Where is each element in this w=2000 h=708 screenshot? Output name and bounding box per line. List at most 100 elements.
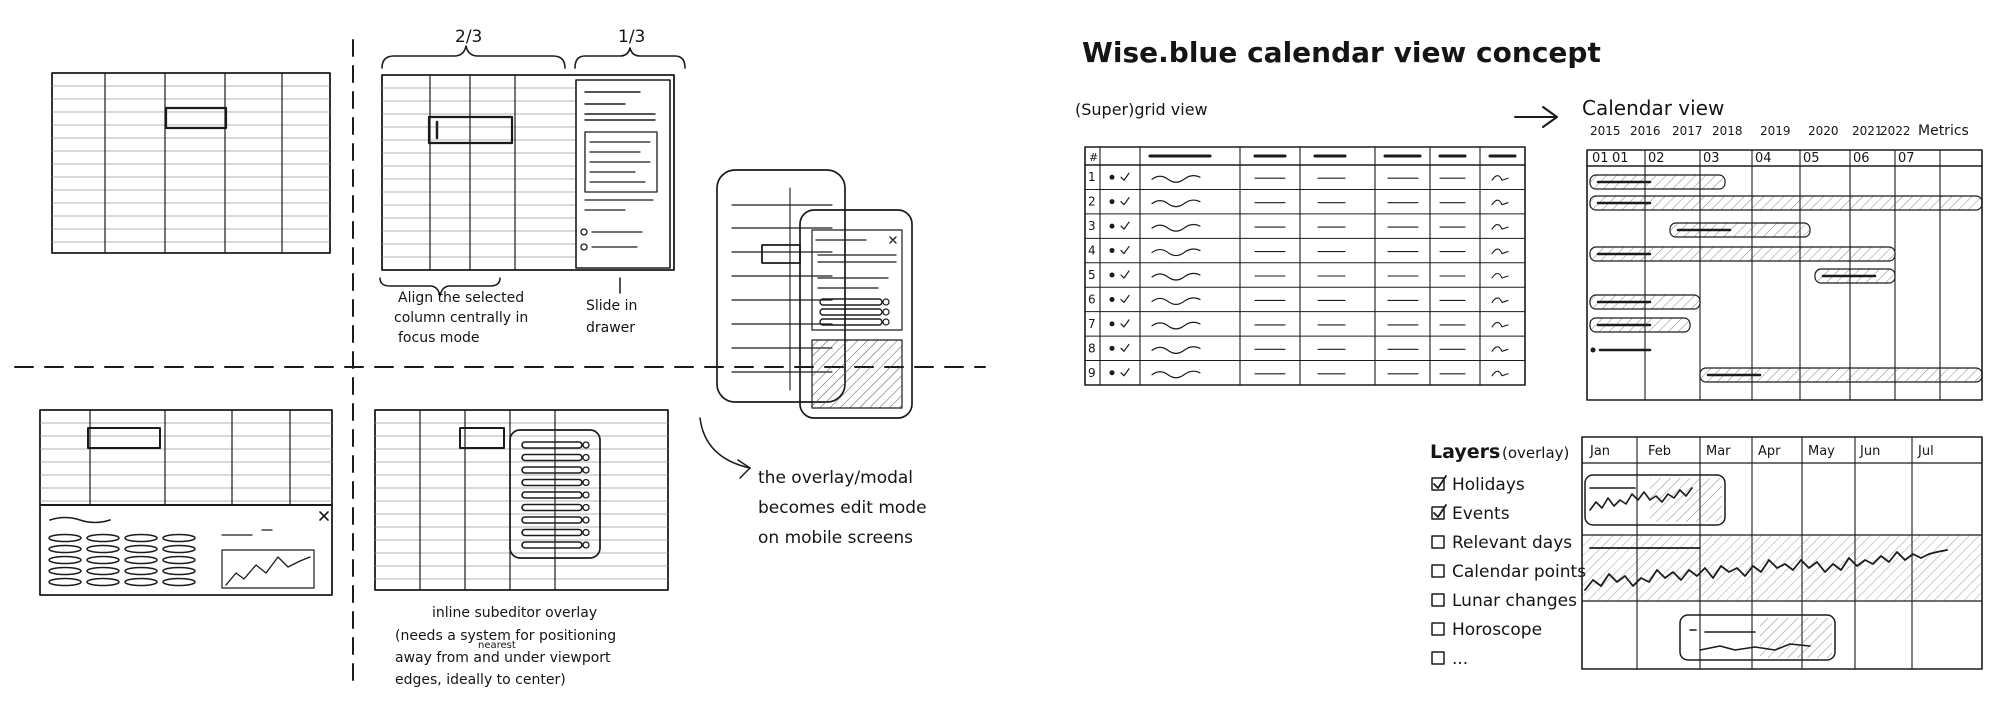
row-check (1120, 294, 1130, 304)
calendar-month-number: 03 (1703, 151, 1720, 166)
layer-item-label: Calendar points (1452, 562, 1586, 582)
scribble-blob (48, 533, 82, 543)
scribble-blob (48, 544, 82, 554)
field-pill (521, 528, 583, 537)
layer-item-label: Lunar changes (1452, 591, 1577, 611)
layers-subtitle: (overlay) (1502, 444, 1569, 462)
field-pill (521, 453, 583, 462)
scribble-blob (86, 566, 120, 576)
scribble-blob (124, 577, 158, 587)
calendar-bar (1814, 268, 1896, 284)
row-dot (1109, 174, 1115, 180)
cell-scribble (1151, 199, 1201, 208)
row-number: 4 (1088, 244, 1096, 258)
cell-scribble (1491, 175, 1509, 181)
calendar-year-label: 2019 (1760, 124, 1791, 138)
scribble-blob (124, 566, 158, 576)
layer-item-label: Events (1452, 504, 1510, 524)
calendar-month-number: 04 (1755, 151, 1772, 166)
day-label: 01 (1612, 151, 1629, 166)
calendar-year-label: 2018 (1712, 124, 1743, 138)
layer-checkbox (1431, 535, 1445, 549)
scribble-blob (86, 555, 120, 565)
layer-item-label: Horoscope (1452, 620, 1542, 640)
grid-header-hash: # (1089, 151, 1098, 164)
scribble-blob (86, 577, 120, 587)
layer-checkmark (1433, 504, 1447, 518)
layer-checkbox (1431, 651, 1445, 665)
field-pill (521, 466, 583, 474)
field-knob (582, 516, 590, 524)
row-dot (1109, 248, 1115, 254)
sketch-inline-overlay: inline subeditor overlay (needs a system… (374, 409, 669, 688)
layer-checkbox (1431, 564, 1445, 578)
scribble-blob (48, 566, 82, 576)
cell-scribble (1491, 346, 1509, 352)
field-pill (521, 503, 583, 512)
row-check (1120, 270, 1130, 279)
field-pill (521, 491, 583, 499)
scribble-blob (86, 533, 120, 543)
calendar-month-number: 07 (1898, 151, 1915, 166)
row-dot (1109, 223, 1115, 229)
row-check (1120, 368, 1130, 377)
row-number: 5 (1088, 268, 1096, 282)
calendar-bar (1589, 195, 1983, 211)
row-number: 1 (1088, 170, 1096, 184)
sketch-plain-grid (51, 72, 331, 254)
field-pill (819, 308, 883, 316)
row-number: 7 (1088, 317, 1096, 331)
calendar-month-label: Mar (1706, 444, 1731, 459)
cell-scribble (1151, 297, 1201, 306)
field-knob (582, 491, 590, 499)
row-dot (1109, 321, 1115, 327)
calendar-bar (1589, 246, 1896, 262)
cell-scribble (1151, 321, 1201, 330)
calendar-bar (1589, 174, 1726, 190)
row-number: 2 (1088, 195, 1096, 209)
note-inline-line1: inline subeditor overlay (432, 605, 597, 621)
calendar-month-number: 06 (1853, 151, 1870, 166)
note-mobile-line2: becomes edit mode (758, 498, 927, 518)
calendar-year-label: 2021 (1852, 124, 1883, 138)
cell-scribble (1491, 272, 1509, 279)
calendar-month-label: Jul (1917, 444, 1934, 459)
field-knob (582, 453, 590, 462)
note-align-line1: Align the selected (398, 290, 524, 306)
layers-panel: Layers (overlay) HolidaysEventsRelevant … (1430, 441, 1586, 669)
scribble-blob (162, 544, 196, 554)
field-pill (521, 516, 583, 524)
field-knob (882, 298, 890, 306)
scribble-blob (124, 533, 158, 543)
note-align-line2: column centrally in (394, 310, 528, 326)
row-check (1120, 221, 1130, 230)
note-mobile: the overlay/modal becomes edit mode on m… (758, 468, 927, 548)
calendar-month-number: 02 (1648, 151, 1665, 166)
row-check (1120, 172, 1130, 181)
cell-scribble (1151, 175, 1201, 183)
sketch-grid-bottom-panel (39, 409, 333, 596)
calendar-year-label: 2022 (1880, 124, 1911, 138)
calendar-dot (1590, 347, 1596, 353)
cell-scribble (1491, 224, 1509, 230)
calendar-bar-fill (1700, 368, 1982, 382)
row-dot (1109, 272, 1115, 278)
row-dot (1109, 370, 1115, 376)
calendar-year-label: 2020 (1808, 124, 1839, 138)
metrics-label: Metrics (1918, 123, 1969, 139)
row-check (1120, 245, 1130, 255)
sketch-grid-with-drawer: 2/3 1/3 Align the selected column centra… (379, 27, 686, 346)
row-dot (1109, 345, 1115, 351)
note-inline-line2: (needs a system for positioning (395, 628, 616, 644)
row-check (1120, 197, 1130, 206)
scribble-blob (124, 555, 158, 565)
calendar-month-label: May (1808, 444, 1835, 459)
scribble-blob (48, 555, 82, 565)
field-knob (882, 308, 890, 316)
cell-scribble (1151, 248, 1201, 257)
calendar-month-number: 05 (1803, 151, 1820, 166)
row-number: 6 (1088, 292, 1096, 306)
field-knob (582, 441, 590, 449)
